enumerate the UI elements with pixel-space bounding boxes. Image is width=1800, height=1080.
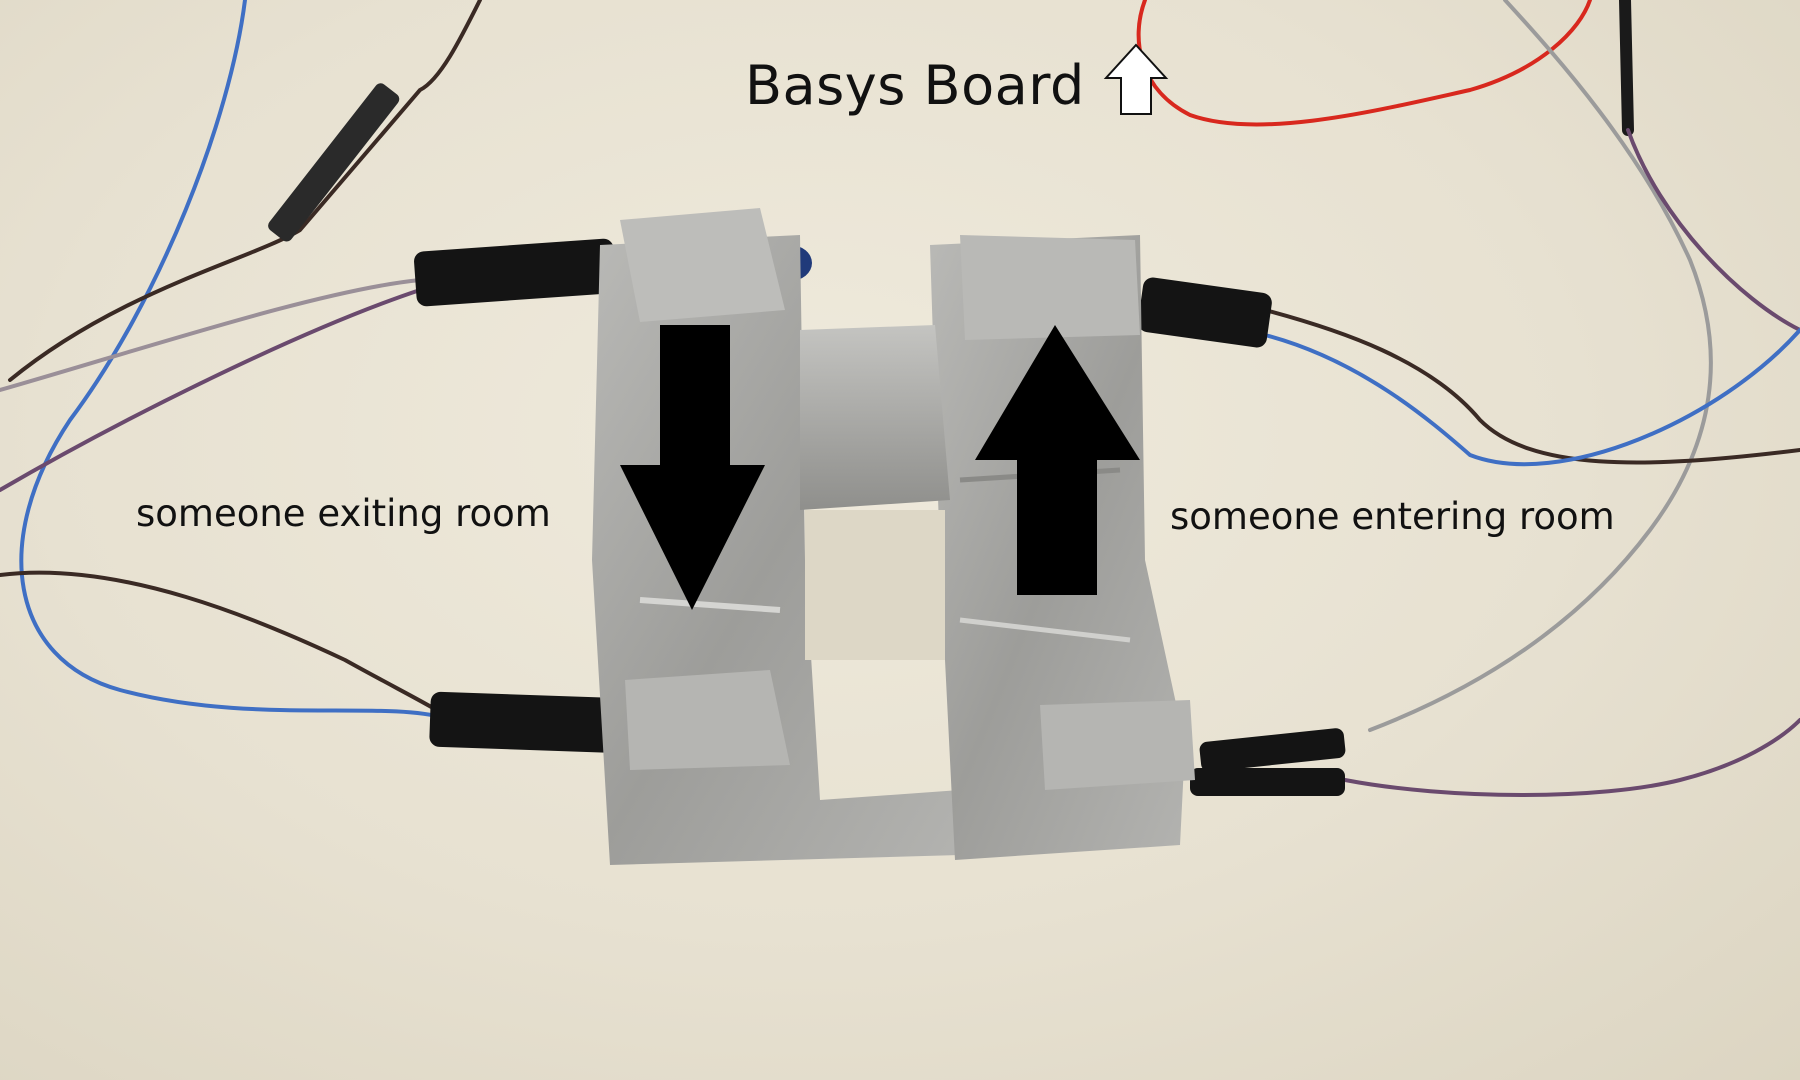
exiting-room-label: someone exiting room bbox=[136, 492, 551, 535]
connector-bottom-left bbox=[429, 691, 631, 754]
black-wire-right bbox=[1619, 0, 1634, 136]
brown-wire-top-left bbox=[8, 0, 482, 382]
gray-wire-left bbox=[0, 278, 422, 392]
tape-bottom-left-wrap bbox=[625, 670, 790, 770]
connector-bottom-right-1 bbox=[1199, 728, 1346, 772]
brown-wire-right bbox=[1263, 308, 1800, 465]
tape-top-left-wrap bbox=[620, 208, 785, 322]
blue-wire-right bbox=[1263, 328, 1800, 467]
tape-bottom-right-wrap bbox=[1040, 700, 1195, 790]
blue-wire-left bbox=[19, 0, 447, 720]
purple-wire-right bbox=[1626, 128, 1800, 332]
enter-arrow-up-icon bbox=[975, 325, 1140, 595]
brown-wire-lower-left bbox=[0, 570, 442, 714]
tape-wrinkle-1 bbox=[639, 597, 781, 613]
board-direction-arrow-up-icon bbox=[1103, 43, 1169, 115]
gray-wire-right bbox=[1368, 0, 1713, 732]
basys-board-label: Basys Board bbox=[745, 54, 1085, 117]
connector-top-left bbox=[414, 238, 617, 307]
connector-bottom-right-2 bbox=[1190, 768, 1345, 796]
entering-room-label: someone entering room bbox=[1170, 495, 1615, 538]
tape-bridge-slot bbox=[805, 510, 945, 660]
wire-sleeve-top-left bbox=[268, 83, 400, 242]
tape-wrinkle-3 bbox=[959, 617, 1131, 643]
tape-bridge bbox=[800, 325, 950, 510]
tape-top-right-wrap bbox=[960, 235, 1140, 340]
purple-wire-left bbox=[0, 288, 422, 492]
purple-wire-lower-right bbox=[1343, 718, 1800, 797]
exit-arrow-down-icon bbox=[620, 325, 765, 610]
connector-top-right bbox=[1138, 277, 1272, 348]
